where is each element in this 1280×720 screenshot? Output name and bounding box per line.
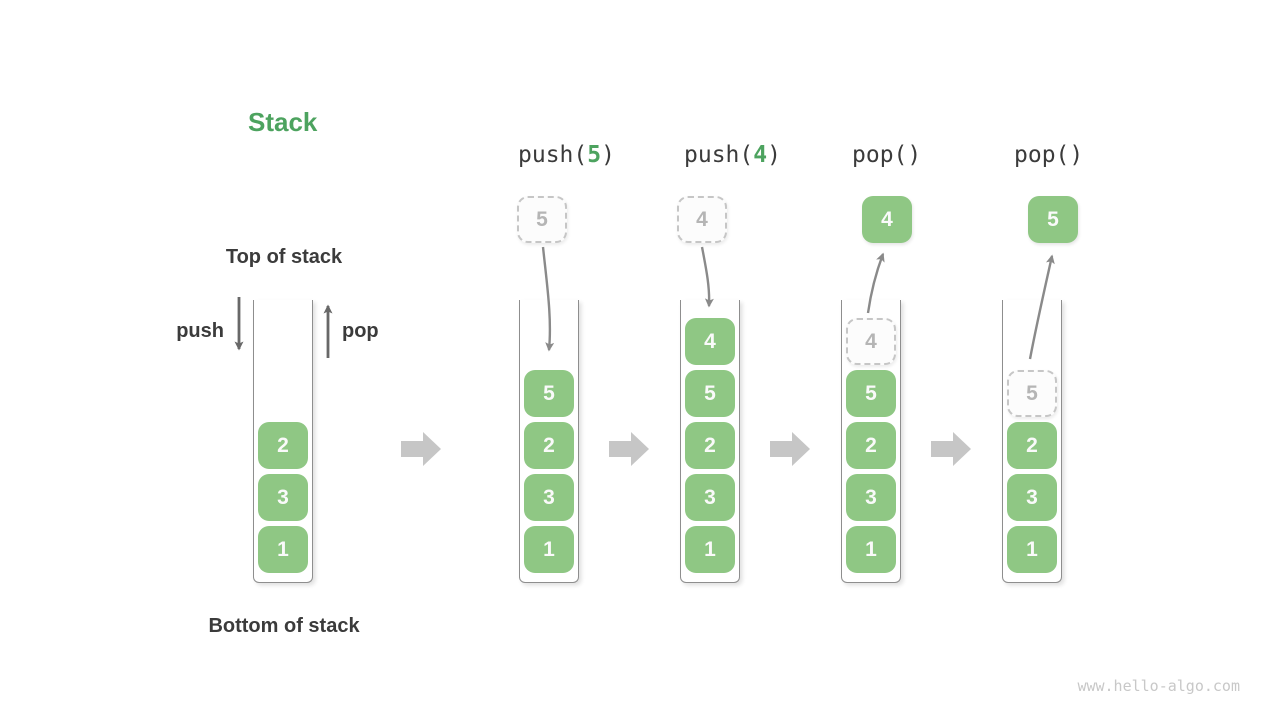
stack-cell: 1 — [1007, 526, 1057, 573]
stack-cell: 2 — [524, 422, 574, 469]
op-label-push-5: push(5) — [518, 142, 615, 168]
op-func-text: push( — [518, 142, 588, 168]
op-func-text: push( — [684, 142, 754, 168]
transition-arrow-icon — [401, 432, 441, 466]
op-arg-text: 4 — [753, 142, 768, 168]
stack-cell: 3 — [846, 474, 896, 521]
bottom-of-stack-label: Bottom of stack — [208, 615, 360, 637]
stack-cell: 5 — [685, 370, 735, 417]
stack-cell: 5 — [846, 370, 896, 417]
stack-cell: 3 — [1007, 474, 1057, 521]
stack-cell: 2 — [685, 422, 735, 469]
push-4-curve-arrow-icon — [700, 246, 714, 308]
incoming-ghost-cell: 5 — [517, 196, 567, 243]
top-of-stack-label: Top of stack — [225, 246, 343, 268]
stack-cell: 4 — [685, 318, 735, 365]
stack-cell: 3 — [685, 474, 735, 521]
popped-value-cell: 4 — [862, 196, 912, 243]
op-close-text: ) — [767, 142, 781, 168]
stack-cell: 3 — [258, 474, 308, 521]
push-label: push — [176, 320, 224, 342]
stack-cell: 1 — [846, 526, 896, 573]
op-close-text: ) — [601, 142, 615, 168]
op-close-text: ) — [907, 142, 922, 168]
ghost-top-cell: 4 — [846, 318, 896, 365]
op-label-pop-second: pop() — [1014, 142, 1083, 168]
transition-arrow-icon — [931, 432, 971, 466]
stack-cell: 1 — [524, 526, 574, 573]
pop-label: pop — [342, 320, 379, 342]
op-func-text: pop( — [1014, 142, 1070, 168]
stack-cell: 3 — [524, 474, 574, 521]
transition-arrow-icon — [609, 432, 649, 466]
stack-cell: 5 — [524, 370, 574, 417]
op-label-pop-first: pop() — [852, 142, 921, 168]
watermark: www.hello-algo.com — [1077, 677, 1240, 695]
transition-arrow-icon — [770, 432, 810, 466]
stack-cell: 2 — [846, 422, 896, 469]
ghost-top-cell: 5 — [1007, 370, 1057, 417]
op-func-text: pop( — [852, 142, 908, 168]
stack-cell: 2 — [258, 422, 308, 469]
op-label-push-4: push(4) — [684, 142, 781, 168]
incoming-ghost-cell: 4 — [677, 196, 727, 243]
stack-cell: 1 — [685, 526, 735, 573]
op-arg-text: 5 — [587, 142, 602, 168]
stack-cell: 1 — [258, 526, 308, 573]
popped-value-cell: 5 — [1028, 196, 1078, 243]
stack-cell: 2 — [1007, 422, 1057, 469]
diagram-title: Stack — [248, 107, 318, 137]
op-close-text: ) — [1069, 142, 1084, 168]
